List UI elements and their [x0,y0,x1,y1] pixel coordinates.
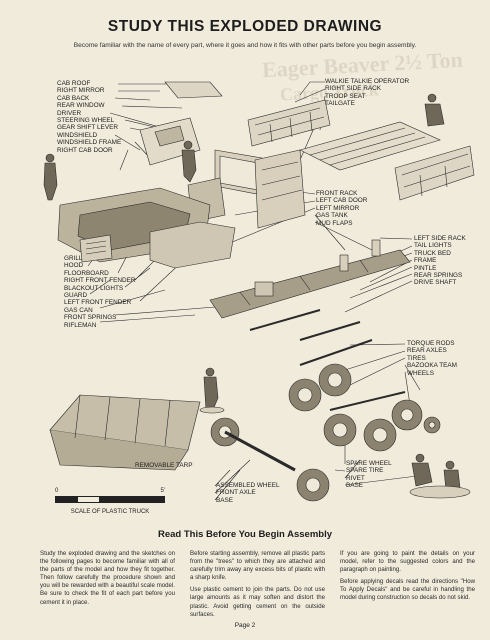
label-item: MUD FLAPS [316,219,353,227]
label-item: RIGHT FRONT FENDER [64,277,136,285]
label-item: LEFT MIRROR [316,204,360,212]
label-item: ASSEMBLED WHEEL [216,482,280,489]
label-item: RIVET [346,474,365,482]
label-item: SPARE TIRE [346,467,384,475]
label-item: GAS TANK [316,212,348,220]
labels-left-upper: CAB ROOF RIGHT MIRROR CAB BACK REAR WIND… [57,80,121,154]
paragraph: If you are going to paint the details on… [340,550,475,574]
scale-indicator: 0 5' SCALE OF PLASTIC TRUCK [55,488,165,515]
label-tarp: REMOVABLE TARP [135,462,193,469]
label-item: GUARD [64,291,88,299]
label-item: LEFT FRONT FENDER [64,299,132,307]
label-item: TRUCK BED [414,249,451,257]
label-item: WHEELS [407,369,434,377]
label-item: FRONT AXLE [216,489,256,497]
labels-left-lower: GRILL HOOD FLOORBOARD RIGHT FRONT FENDER… [64,255,135,329]
label-item: GRILL [64,255,83,262]
label-item: TAIL LIGHTS [414,242,452,250]
label-item: FRONT RACK [316,190,358,197]
instructions-column-1: Study the exploded drawing and the sketc… [40,550,175,611]
label-item: REAR AXLES [407,347,447,355]
labels-right-upper: WALKIE TALKIE OPERATOR RIGHT SIDE RACK T… [325,78,409,108]
label-item: BASE [216,496,234,504]
page-title: STUDY THIS EXPLODED DRAWING [107,18,383,35]
instructions-heading: Read This Before You Begin Assembly [157,529,333,540]
page-subtitle: Become familiar with the name of every p… [73,42,417,49]
scale-caption: SCALE OF PLASTIC TRUCK [70,509,150,515]
label-item: REAR SPRINGS [414,271,463,279]
label-item: CAB BACK [57,94,90,102]
label-item: TIRES [407,354,426,362]
label-item: REAR WINDOW [57,102,105,110]
label-item: TAILGATE [325,100,355,108]
label-item: RIGHT SIDE RACK [325,85,381,93]
paragraph: Use plastic cement to join the parts. Do… [190,586,325,618]
scale-start: 0 [55,488,59,494]
label-item: LEFT CAB DOOR [316,197,368,205]
scale-bar [55,496,165,503]
page-number: Page 2 [234,622,256,629]
label-item: PINTLE [414,264,437,272]
paragraph: Study the exploded drawing and the sketc… [40,550,175,606]
label-item: DRIVE SHAFT [414,279,457,287]
labels-axle-group: ASSEMBLED WHEEL FRONT AXLE BASE [216,482,280,504]
label-item: DRIVER [57,109,82,117]
paragraph: Before starting assembly, remove all pla… [190,550,325,582]
label-item: BLACKOUT LIGHTS [64,284,124,292]
label-item: FLOORBOARD [64,269,109,277]
paragraph: Before applying decals read the directio… [340,578,475,602]
label-item: TORQUE RODS [407,340,455,347]
label-item: FRAME [414,257,437,265]
label-item: LEFT SIDE RACK [414,235,466,242]
label-item: HOOD [64,262,84,270]
label-item: WINDSHIELD [57,131,98,139]
label-item: RIFLEMAN [64,321,97,329]
labels-right-lower: TORQUE RODS REAR AXLES TIRES BAZOOKA TEA… [407,340,457,377]
label-item: BASE [346,482,364,490]
label-item: BAZOOKA TEAM [407,362,457,370]
instructions-column-2: Before starting assembly, remove all pla… [190,550,325,623]
label-item: RIGHT MIRROR [57,87,105,95]
label-item: RIGHT CAB DOOR [57,146,113,154]
label-item: GEAR SHIFT LEVER [57,124,118,132]
instructions-column-3: If you are going to paint the details on… [340,550,475,607]
label-item: WALKIE TALKIE OPERATOR [325,78,410,85]
label-item: GAS CAN [64,306,93,314]
label-item: SPARE WHEEL [346,460,392,467]
label-item: CAB ROOF [57,80,91,87]
labels-wheel-group: SPARE WHEEL SPARE TIRE RIVET BASE [346,460,392,490]
label-item: FRONT SPRINGS [64,314,117,322]
label-item: STEERING WHEEL [57,116,115,124]
label-item: WINDSHIELD FRAME [57,139,122,147]
scale-end: 5' [160,488,165,494]
labels-right-middle: LEFT SIDE RACK TAIL LIGHTS TRUCK BED FRA… [414,235,466,287]
label-item: TROOP SEAT [325,92,366,100]
labels-middle: FRONT RACK LEFT CAB DOOR LEFT MIRROR GAS… [316,190,367,227]
